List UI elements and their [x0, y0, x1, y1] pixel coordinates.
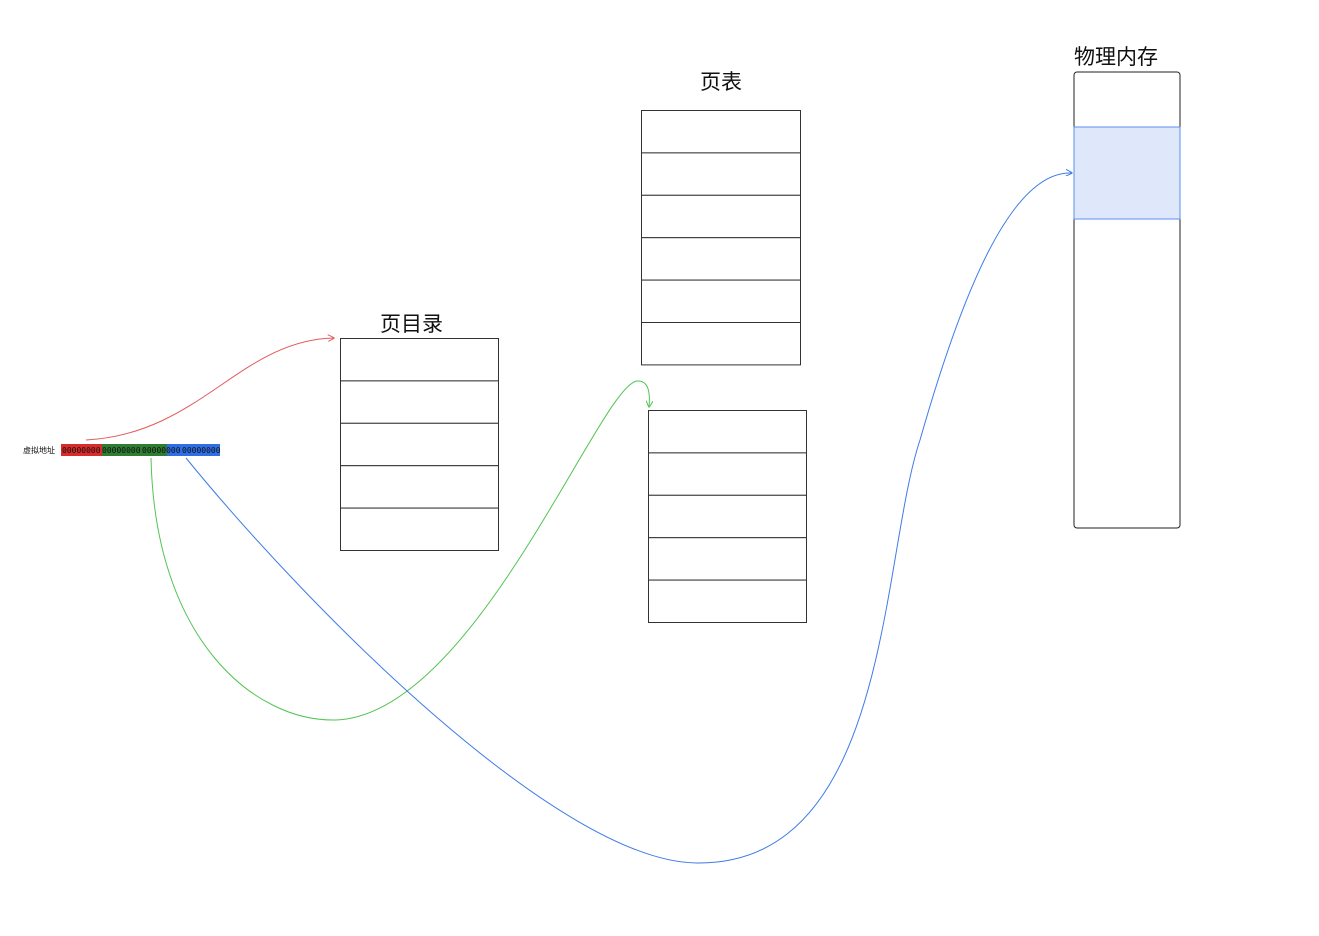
page-table-lower-entry-4: [648, 537, 807, 581]
page-table: 页表: [641, 70, 807, 623]
page-directory-entry-3: [340, 422, 499, 467]
physical-memory-title: 物理内存: [1074, 45, 1158, 69]
vaddr-segment-table-2: [140, 444, 167, 456]
page-table-upper-entry-5: [641, 279, 801, 324]
page-directory-entry-4: [340, 465, 499, 509]
page-table-title: 页表: [700, 70, 742, 94]
page-directory: 页目录: [340, 312, 499, 552]
page-directory-entry-5: [340, 507, 499, 552]
page-table-upper-entry-4: [641, 237, 801, 281]
page-table-upper-entry-2: [641, 152, 801, 196]
page-table-upper-entry-6: [641, 322, 801, 366]
page-table-lower-entry-1: [648, 410, 807, 454]
vaddr-segment-offset: [167, 444, 220, 456]
page-table-lower-rows: [648, 410, 807, 623]
vaddr-bits-2: 00000000: [142, 446, 181, 455]
page-table-upper-entry-3: [641, 194, 801, 239]
physical-memory-page-highlight: [1073, 126, 1181, 220]
vaddr-bits-0: 00000000: [62, 446, 101, 455]
page-directory-title: 页目录: [380, 312, 443, 336]
page-table-lower-entry-3: [648, 494, 807, 539]
page-directory-entry-1: [340, 338, 499, 382]
virtual-address: 虚拟地址 00000000 00000000 00000000 00000000: [23, 444, 221, 456]
page-table-lower-entry-2: [648, 452, 807, 496]
page-table-lower-entry-5: [648, 579, 807, 623]
page-table-upper-rows: [641, 110, 801, 366]
vaddr-segment-table: [102, 444, 140, 456]
page-directory-rows: [340, 338, 499, 552]
arrow-table-index: [150, 380, 649, 721]
vaddr-bits-3: 00000000: [182, 446, 221, 455]
vaddr-segment-directory: [61, 444, 102, 456]
vaddr-bits-1: 00000000: [102, 446, 141, 455]
arrow-directory-index: [85, 338, 334, 441]
page-table-upper-entry-1: [641, 110, 801, 154]
page-directory-entry-2: [340, 380, 499, 424]
arrow-page-offset: [185, 173, 1072, 864]
virtual-address-label: 虚拟地址: [23, 445, 55, 455]
physical-memory: 物理内存: [1073, 45, 1181, 529]
